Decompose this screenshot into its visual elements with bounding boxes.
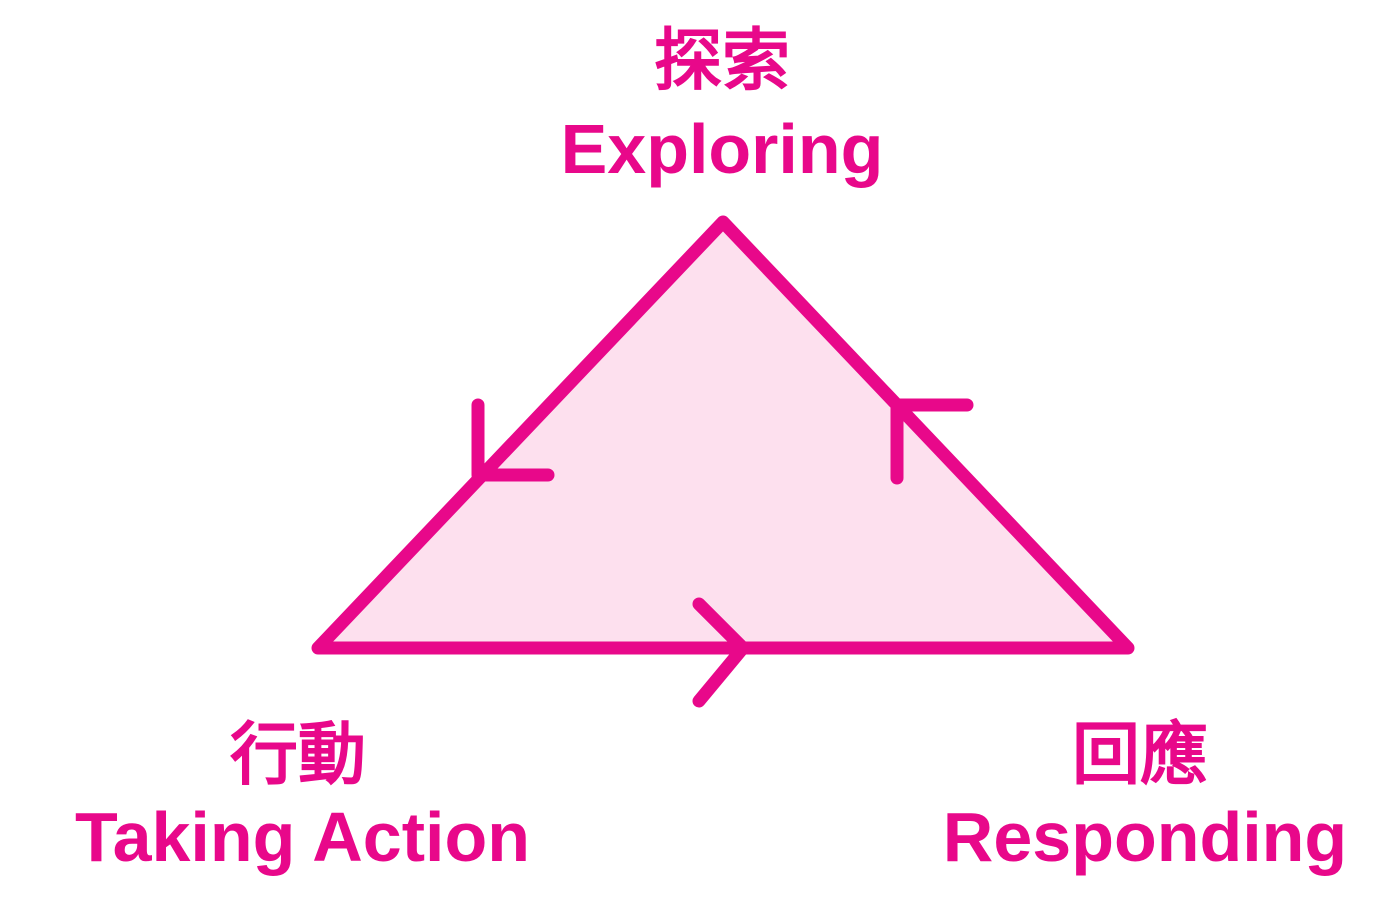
node-taking-action-en: Taking Action: [75, 798, 530, 876]
node-responding-zh: 回應: [1072, 716, 1209, 795]
node-exploring-zh: 探索: [653, 22, 790, 101]
node-exploring: 探索 Exploring: [522, 22, 922, 188]
node-responding-en: Responding: [942, 798, 1348, 876]
node-taking-action-zh: 行動: [230, 716, 367, 795]
cycle-triangle: [311, 215, 1135, 655]
node-responding: 回應 Responding: [915, 716, 1375, 876]
arrow-action-to-responding: [692, 597, 750, 708]
node-exploring-en: Exploring: [560, 110, 884, 188]
node-taking-action: 行動 Taking Action: [30, 716, 575, 876]
arrow-exploring-to-action: [471, 398, 555, 482]
arrow-responding-to-exploring: [890, 398, 974, 485]
